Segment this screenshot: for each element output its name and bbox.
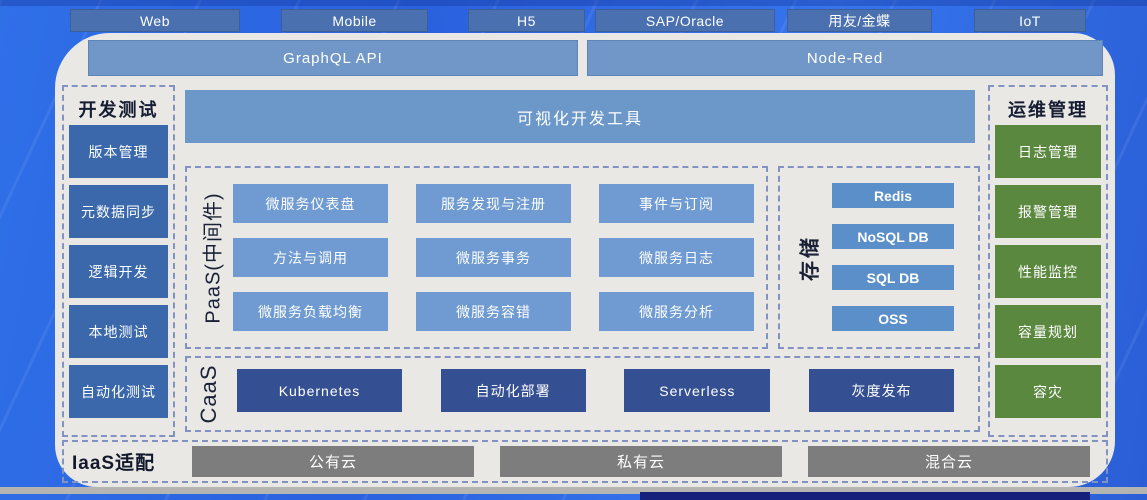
dev-test-box: 版本管理 [69, 125, 168, 178]
dev-test-box: 本地测试 [69, 305, 168, 358]
caas-box: Serverless [624, 369, 771, 412]
storage-section-label: 存储 [799, 234, 822, 281]
graphql-api-bar: GraphQL API [88, 40, 578, 76]
iaas-boxes: 公有云 私有云 混合云 [192, 446, 1090, 477]
paas-box: 方法与调用 [233, 238, 388, 277]
caas-section: CaaS Kubernetes 自动化部署 Serverless 灰度发布 [185, 356, 980, 432]
paas-box: 事件与订阅 [599, 184, 754, 223]
ops-box: 日志管理 [995, 125, 1101, 178]
dev-test-title: 开发测试 [78, 100, 159, 120]
tab-yonyou-kingdee: 用友/金蝶 [787, 9, 932, 32]
ops-section: 运维管理 日志管理 报警管理 性能监控 容量规划 容灾 [988, 85, 1108, 437]
caas-section-label: CaaS [196, 364, 221, 424]
paas-box: 微服务仪表盘 [233, 184, 388, 223]
dev-test-box: 元数据同步 [69, 185, 168, 238]
paas-grid: 微服务仪表盘 服务发现与注册 事件与订阅 方法与调用 微服务事务 微服务日志 微… [233, 184, 754, 331]
iaas-section: IaaS适配 公有云 私有云 混合云 [62, 440, 1108, 483]
tab-iot: IoT [974, 9, 1086, 32]
storage-items: Redis NoSQL DB SQL DB OSS [832, 183, 954, 331]
ops-box: 报警管理 [995, 185, 1101, 238]
storage-box: SQL DB [832, 265, 954, 290]
ops-box: 容量规划 [995, 305, 1101, 358]
ops-items: 日志管理 报警管理 性能监控 容量规划 容灾 [995, 125, 1101, 418]
tab-label: IoT [1019, 12, 1041, 29]
dev-test-box: 逻辑开发 [69, 245, 168, 298]
iaas-box-private-cloud: 私有云 [500, 446, 782, 477]
paas-box: 微服务分析 [599, 292, 754, 331]
ops-title: 运维管理 [1008, 100, 1088, 120]
tab-web: Web [70, 9, 240, 32]
dev-test-section: 开发测试 版本管理 元数据同步 逻辑开发 本地测试 自动化测试 [62, 85, 175, 437]
iaas-title: IaaS适配 [72, 453, 156, 474]
ops-box: 性能监控 [995, 245, 1101, 298]
paas-section-label: PaaS(中间件) [202, 191, 225, 324]
bottom-dark-bar [640, 492, 1090, 500]
top-edge-shade [0, 0, 1147, 6]
storage-box: OSS [832, 306, 954, 331]
tab-label: H5 [517, 12, 536, 29]
paas-box: 微服务日志 [599, 238, 754, 277]
iaas-box-hybrid-cloud: 混合云 [808, 446, 1090, 477]
storage-box: Redis [832, 183, 954, 208]
ops-box: 容灾 [995, 365, 1101, 418]
tab-label: Mobile [332, 12, 377, 29]
iaas-box-public-cloud: 公有云 [192, 446, 474, 477]
tab-label: Web [139, 12, 171, 29]
storage-section: 存储 Redis NoSQL DB SQL DB OSS [778, 166, 980, 349]
visual-dev-tool-label: 可视化开发工具 [516, 110, 643, 128]
visual-dev-tool-bar: 可视化开发工具 [185, 90, 975, 143]
caas-box: 灰度发布 [808, 369, 954, 412]
graphql-api-label: GraphQL API [283, 49, 383, 67]
dev-test-items: 版本管理 元数据同步 逻辑开发 本地测试 自动化测试 [69, 125, 168, 418]
tab-h5: H5 [468, 9, 585, 32]
tab-mobile: Mobile [281, 9, 428, 32]
paas-section: PaaS(中间件) 微服务仪表盘 服务发现与注册 事件与订阅 方法与调用 微服务… [185, 166, 768, 349]
paas-box: 微服务容错 [416, 292, 571, 331]
caas-box: 自动化部署 [440, 369, 586, 412]
caas-items: Kubernetes 自动化部署 Serverless 灰度发布 [237, 369, 954, 412]
node-red-label: Node-Red [806, 49, 884, 67]
paas-box: 服务发现与注册 [416, 184, 571, 223]
tab-label: 用友/金蝶 [828, 12, 891, 29]
node-red-bar: Node-Red [587, 40, 1103, 76]
storage-box: NoSQL DB [832, 224, 954, 249]
tab-label: SAP/Oracle [645, 12, 725, 29]
paas-box: 微服务负载均衡 [233, 292, 388, 331]
dev-test-box: 自动化测试 [69, 365, 168, 418]
bottom-gray-strip [0, 487, 1147, 494]
caas-box: Kubernetes [237, 369, 402, 412]
tab-sap-oracle: SAP/Oracle [595, 9, 775, 32]
paas-box: 微服务事务 [416, 238, 571, 277]
